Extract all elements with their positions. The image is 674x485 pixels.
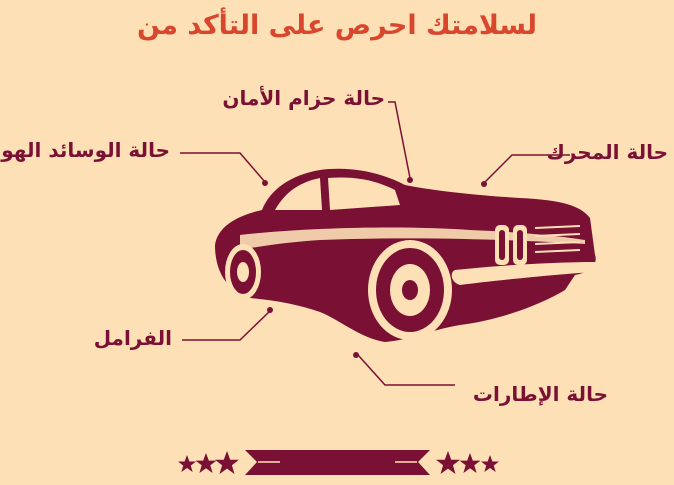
star-icon (195, 453, 217, 473)
star-icon (481, 455, 499, 472)
dot-airbags (262, 180, 268, 186)
star-icon (178, 455, 196, 472)
label-seatbelt: حالة حزام الأمان (222, 86, 385, 110)
star-icon (459, 453, 481, 473)
ribbon-banner (245, 450, 430, 475)
star-icon (436, 451, 460, 474)
label-brakes: الفرامل (93, 326, 172, 350)
leader-tires (357, 354, 455, 386)
dot-brakes (267, 307, 273, 313)
page-title: لسلامتك احرص على التأكد من (136, 10, 538, 41)
dot-seatbelt (407, 177, 413, 183)
dot-tires (353, 352, 359, 358)
dot-engine (481, 181, 487, 187)
stars (178, 451, 499, 474)
label-tires: حالة الإطارات (472, 382, 608, 406)
leader-brakes (182, 310, 271, 341)
leader-seatbelt (388, 101, 411, 179)
car-illustration (215, 168, 596, 342)
label-engine: حالة المحرك (546, 140, 668, 164)
leader-airbags (180, 152, 266, 183)
label-airbags: حالة الوسائد الهوائية (0, 138, 170, 162)
leader-engine (483, 154, 570, 184)
star-icon (215, 451, 239, 474)
